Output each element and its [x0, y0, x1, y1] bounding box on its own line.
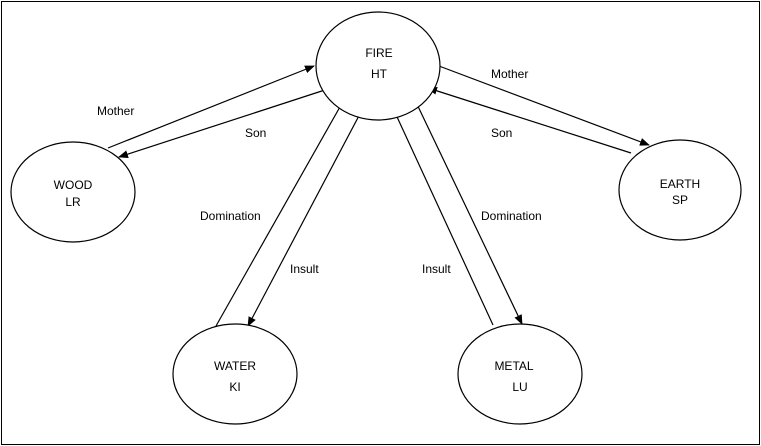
edge-fire-to-earth: [438, 65, 650, 146]
edge-fire-to-water: [247, 109, 363, 327]
edge-fire-to-wood: [118, 87, 332, 159]
node-wood-code: LR: [65, 195, 81, 209]
node-fire: FIRE HT: [315, 11, 441, 121]
node-earth-code: SP: [672, 193, 688, 207]
edge-label-fire-water: Insult: [290, 262, 319, 276]
node-metal: METAL LU: [457, 323, 583, 425]
edge-label-fire-wood: Son: [245, 126, 266, 140]
node-wood: WOOD LR: [10, 141, 136, 243]
edge-label-metal-fire: Insult: [422, 262, 451, 276]
node-fire-shape: [315, 11, 441, 121]
node-water-shape: [172, 323, 298, 425]
node-earth: EARTH SP: [618, 139, 742, 241]
edge-label-fire-earth: Mother: [491, 67, 528, 81]
edge-earth-to-fire: [427, 86, 632, 154]
edge-labels: Mother Son Mother Son Domination Insult …: [97, 67, 542, 276]
node-metal-code: LU: [512, 380, 527, 394]
node-water-code: KI: [229, 380, 240, 394]
edges: [107, 65, 650, 327]
edge-label-earth-fire: Son: [491, 126, 512, 140]
node-metal-name: METAL: [494, 359, 533, 373]
node-metal-shape: [457, 323, 583, 425]
node-fire-name: FIRE: [365, 46, 392, 60]
edge-water-to-fire: [215, 97, 346, 327]
edge-wood-to-fire: [107, 65, 315, 149]
node-wood-name: WOOD: [54, 178, 93, 192]
edge-fire-to-metal: [413, 97, 523, 325]
edge-label-wood-fire: Mother: [97, 104, 134, 118]
node-earth-name: EARTH: [660, 177, 700, 191]
edge-label-fire-metal: Domination: [481, 209, 542, 223]
node-earth-shape: [618, 139, 742, 241]
edge-label-water-fire: Domination: [200, 209, 261, 223]
node-fire-code: HT: [371, 67, 388, 81]
node-water: WATER KI: [172, 323, 298, 425]
node-wood-shape: [10, 141, 136, 243]
edge-metal-to-fire: [391, 105, 494, 326]
node-water-name: WATER: [214, 359, 256, 373]
